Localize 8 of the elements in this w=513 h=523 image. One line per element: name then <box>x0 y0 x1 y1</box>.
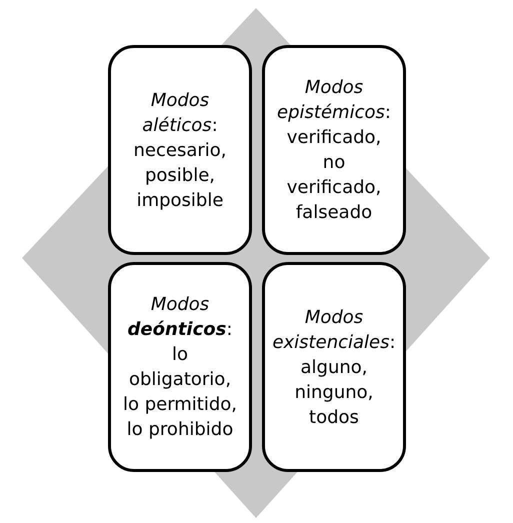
box-text: Modos deónticos: lo obligatorio, lo permitido, lo prohibido <box>122 293 238 442</box>
box-text: Modos aléticos: necesario, posible, imposible <box>132 88 228 212</box>
rounded-box <box>262 45 406 255</box>
box-text: Modos existenciales: alguno, ninguno, todos <box>272 306 396 430</box>
rounded-box <box>108 45 252 255</box>
rounded-box <box>262 262 406 472</box>
box-text: Modos epistémicos: verificado, no verificado, falseado <box>276 76 392 225</box>
rounded-box <box>108 262 252 472</box>
